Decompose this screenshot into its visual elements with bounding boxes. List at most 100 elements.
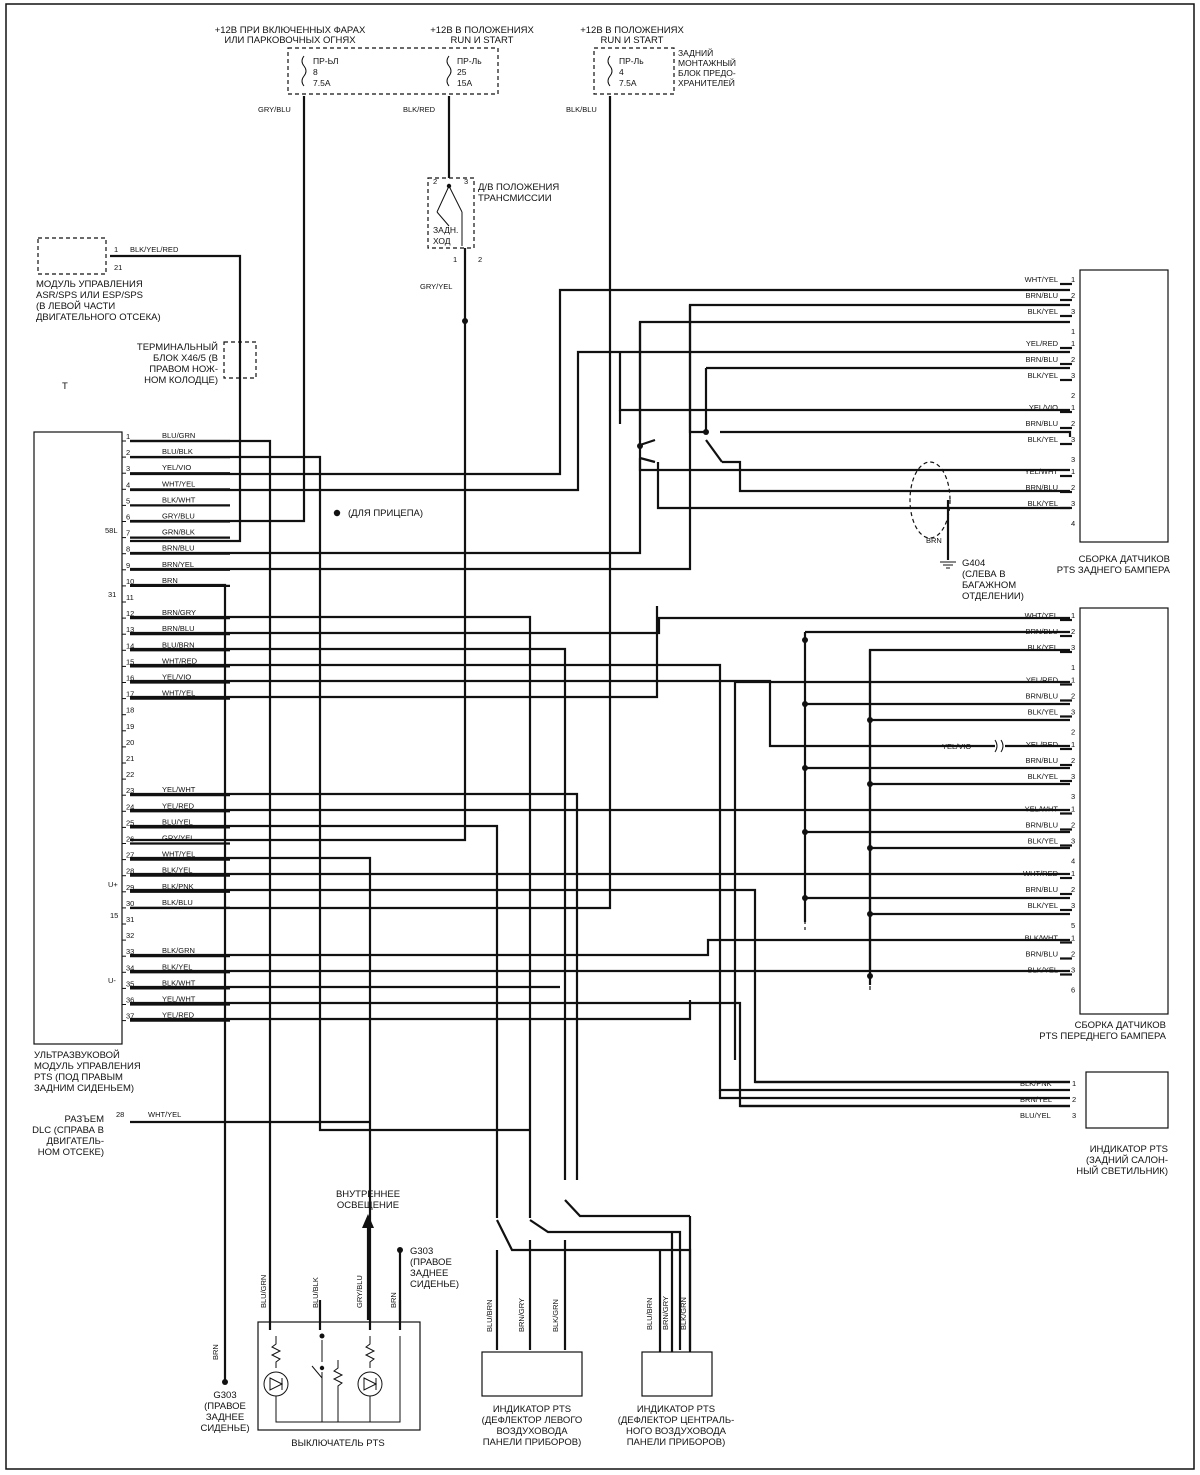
rear-indicator-box xyxy=(1085,1071,1169,1129)
pts-pin-number: 5 xyxy=(126,496,130,505)
svg-text:2: 2 xyxy=(1072,1095,1076,1104)
pts-pin-number: 20 xyxy=(126,738,134,747)
pts-pin-row: 20 xyxy=(122,738,134,748)
g404-shield xyxy=(909,461,951,539)
sensor-group-id: 2 xyxy=(1071,391,1075,400)
sensor-wire-color: WHT/YEL xyxy=(1025,611,1058,620)
pts-pin-number: 13 xyxy=(126,625,134,634)
fuse-2: ПР-Ль 25 15A xyxy=(446,55,482,88)
left-indicator-wires: BLU/BRN BRN/GRY BLK/GRN xyxy=(485,1298,560,1332)
svg-text:7.5A: 7.5A xyxy=(313,78,331,88)
pts-pin-wire-color: GRY/BLU xyxy=(162,512,195,521)
svg-text:(ДЕФЛЕКТОР ЛЕВОГО: (ДЕФЛЕКТОР ЛЕВОГО xyxy=(482,1415,583,1426)
pts-pin-number: 26 xyxy=(126,835,134,844)
sensor-pin-number: 1 xyxy=(1071,403,1075,412)
pts-pin-wire-color: GRN/BLK xyxy=(162,528,195,537)
sensor-wire-color: BRN/BLU xyxy=(1025,950,1058,959)
sensor-wire-color: BLK/YEL xyxy=(1028,307,1058,316)
svg-text:+12В В ПОЛОЖЕНИЯХ: +12В В ПОЛОЖЕНИЯХ xyxy=(430,25,534,36)
ground-icon-g404 xyxy=(940,561,956,569)
rear-sensor-box xyxy=(1079,269,1169,543)
indicator-harness xyxy=(495,1199,692,1350)
sensor-pin-number: 2 xyxy=(1071,291,1075,300)
sensor-wire-color: BRN/BLU xyxy=(1025,627,1058,636)
sensor-group-id: 4 xyxy=(1071,519,1075,528)
pts-pin-row: 34 BLK/YEL xyxy=(122,962,230,974)
sensor-group-id: 2 xyxy=(1071,728,1075,737)
pts-pin-wire-color: BLU/BRN xyxy=(162,640,195,649)
pts-switch-leads xyxy=(268,1300,402,1330)
supply-headlights-label: +12В ПРИ ВКЛЮЧЕННЫХ ФАРАХ ИЛИ ПАРКОВОЧНЫ… xyxy=(215,25,366,46)
pts-pin-wire-color: BLK/WHT xyxy=(162,495,196,504)
svg-text:7.5A: 7.5A xyxy=(619,78,637,88)
svg-text:31: 31 xyxy=(108,590,116,599)
trans-reverse-label: ЗАДН. ХОД xyxy=(433,225,458,246)
g404-label: G404 (СЛЕВА В БАГАЖНОМ ОТДЕЛЕНИИ) xyxy=(962,558,1024,602)
g303-a-label: G303 (ПРАВОЕ ЗАДНЕЕ СИДЕНЬЕ) xyxy=(200,1390,249,1434)
svg-text:PTS ПЕРЕДНЕГО БАМПЕРА: PTS ПЕРЕДНЕГО БАМПЕРА xyxy=(1039,1031,1166,1042)
svg-text:БАГАЖНОМ: БАГАЖНОМ xyxy=(962,580,1016,591)
pts-pin-number: 23 xyxy=(126,786,134,795)
label-yel-vio-front: YEL/VIO xyxy=(942,742,971,751)
pts-pin-number: 4 xyxy=(126,480,130,489)
svg-text:BRN/GRY: BRN/GRY xyxy=(517,1298,526,1332)
label-blk-red: BLK/RED xyxy=(403,105,436,114)
svg-text:БЛОК X46/5 (В: БЛОК X46/5 (В xyxy=(153,353,218,364)
sensor-pin-number: 3 xyxy=(1071,371,1075,380)
sensor-wire-color: BRN/BLU xyxy=(1025,419,1058,428)
sensor-wire-color: BLK/WHT xyxy=(1025,934,1059,943)
pts-pin-number: 35 xyxy=(126,979,134,988)
svg-text:НЫЙ СВЕТИЛЬНИК): НЫЙ СВЕТИЛЬНИК) xyxy=(1076,1165,1168,1177)
pts-pin-number: 34 xyxy=(126,963,134,972)
svg-text:GRY/BLU: GRY/BLU xyxy=(355,1275,364,1308)
trans-pin-1: 1 xyxy=(453,255,457,264)
g303-a-wire-label: BRN xyxy=(211,1344,220,1360)
trailer-dot xyxy=(333,509,341,517)
sensor-wire-color: YEL/WHT xyxy=(1025,467,1059,476)
center-indicator-leads xyxy=(658,1216,692,1352)
svg-text:ИНДИКАТОР PTS: ИНДИКАТОР PTS xyxy=(637,1404,715,1415)
sensor-wire-color: BLK/YEL xyxy=(1028,966,1058,975)
pts-pin-number: 3 xyxy=(126,464,130,473)
pts-pin-number: 32 xyxy=(126,931,134,940)
label-blk-yel-red: BLK/YEL/RED xyxy=(130,245,179,254)
svg-text:RUN И START: RUN И START xyxy=(451,35,514,46)
rear-sensor-label: СБОРКА ДАТЧИКОВ PTS ЗАДНЕГО БАМПЕРА xyxy=(1057,554,1171,576)
pts-pin-row: 11 xyxy=(122,593,134,603)
svg-text:ОТДЕЛЕНИИ): ОТДЕЛЕНИИ) xyxy=(962,591,1024,602)
left-indicator-label: ИНДИКАТОР PTS (ДЕФЛЕКТОР ЛЕВОГО ВОЗДУХОВ… xyxy=(482,1404,583,1448)
dlc-label: РАЗЪЕМ DLC (СПРАВА В ДВИГАТЕЛЬ- НОМ ОТСЕ… xyxy=(32,1114,104,1158)
svg-text:СИДЕНЬЕ): СИДЕНЬЕ) xyxy=(410,1279,459,1290)
marker-t: T xyxy=(62,381,68,392)
svg-text:U+: U+ xyxy=(108,880,118,889)
trans-pin-2b: 2 xyxy=(478,255,482,264)
terminal-block-box xyxy=(223,341,257,379)
svg-text:ИНДИКАТОР PTS: ИНДИКАТОР PTS xyxy=(1090,1144,1168,1155)
trans-pin-3: 3 xyxy=(464,177,468,186)
sensor-wire-color: BRN/BLU xyxy=(1025,821,1058,830)
sensor-group-id: 6 xyxy=(1071,986,1075,995)
svg-text:BLU/GRN: BLU/GRN xyxy=(259,1275,268,1308)
svg-text:PTS (ПОД ПРАВЫМ: PTS (ПОД ПРАВЫМ xyxy=(34,1072,123,1083)
pts-pin-wire-color: YEL/VIO xyxy=(162,463,191,472)
diagram-border xyxy=(5,3,1195,1470)
pts-pin-wire-color: GRY/YEL xyxy=(162,834,194,843)
sensor-wire-color: WHT/YEL xyxy=(1025,275,1058,284)
pts-pin-wire-color: BLK/YEL xyxy=(162,962,192,971)
